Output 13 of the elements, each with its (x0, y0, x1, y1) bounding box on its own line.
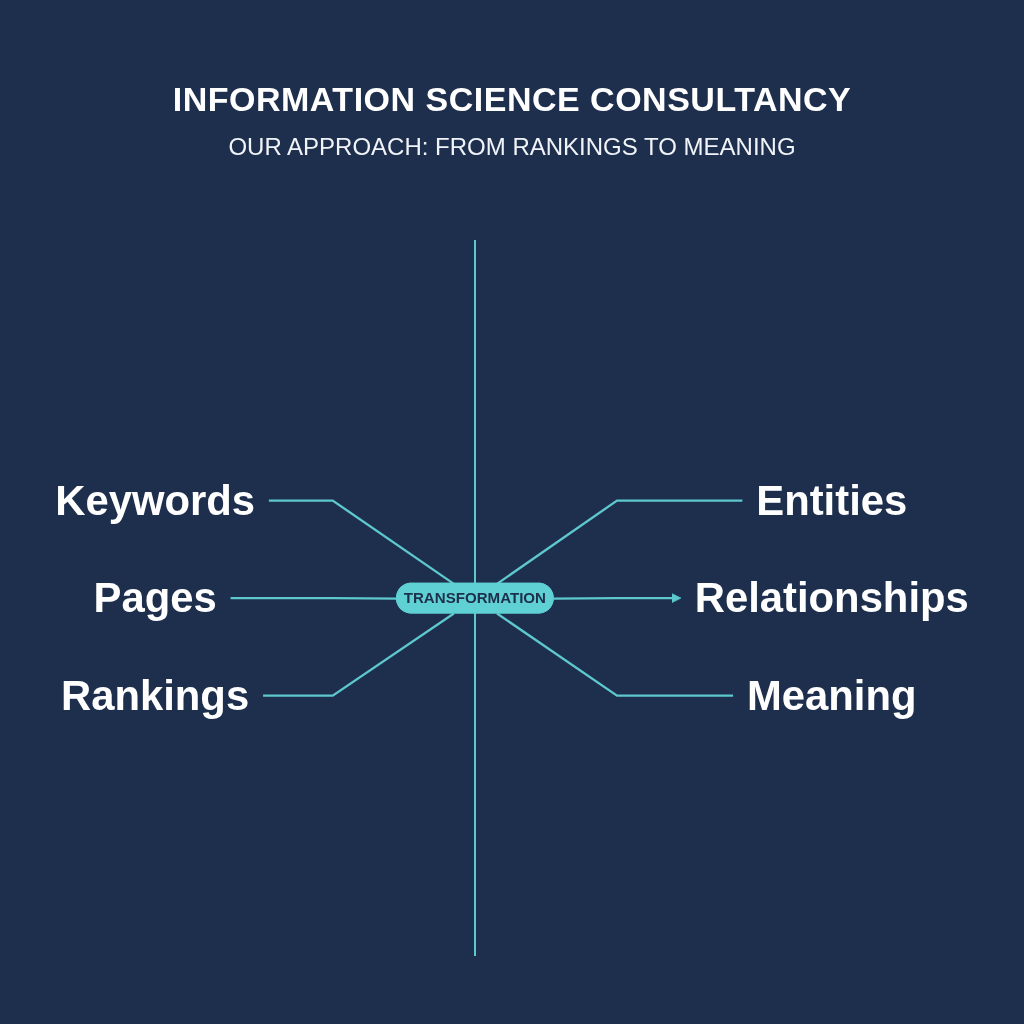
node-text: Pages (93, 573, 217, 622)
node-text: Relationships (694, 573, 969, 622)
node-text: Meaning (747, 671, 917, 719)
node-text: Entities (756, 476, 908, 524)
connector (496, 612, 734, 697)
arrow (553, 592, 682, 604)
connector (496, 499, 743, 585)
connector (268, 499, 455, 585)
node-text: Keywords (55, 476, 255, 524)
title: INFORMATION SCIENCE CONSULTANCY (172, 80, 852, 119)
node-text: Rankings (61, 671, 250, 719)
subtitle: OUR APPROACH: FROM RANKINGS TO MEANING (228, 133, 796, 161)
connector (263, 612, 455, 697)
